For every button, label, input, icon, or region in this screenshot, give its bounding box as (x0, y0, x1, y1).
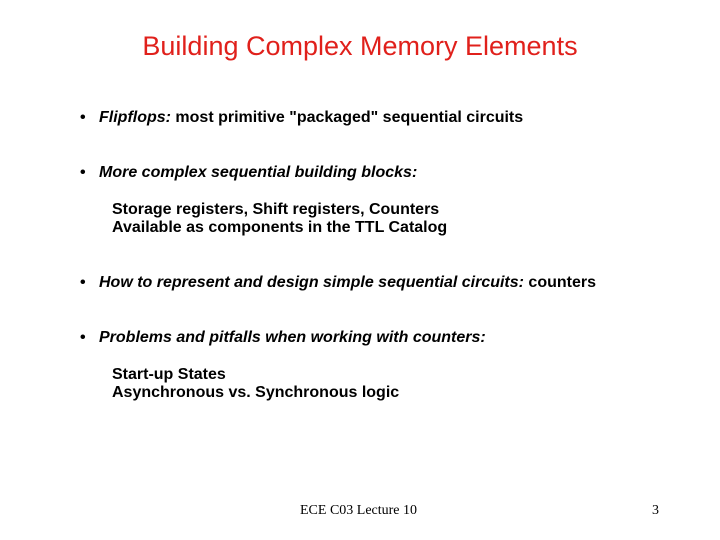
bullet-dot: • (80, 109, 86, 126)
bullet-text: counters (523, 274, 596, 291)
sub-line: Start-up States (112, 366, 226, 383)
page-number: 3 (652, 503, 659, 518)
bullet-emphasis: How to represent and design simple seque… (99, 274, 524, 291)
bullet-emphasis: Problems and pitfalls when working with … (99, 329, 486, 346)
bullet-emphasis: More complex sequential building blocks: (99, 164, 418, 181)
bullet-emphasis: Flipflops: (99, 109, 171, 126)
bullet-item: • More complex sequential building blocks… (80, 163, 417, 183)
bullet-text: most primitive "packaged" sequential cir… (170, 109, 524, 126)
sub-line: Asynchronous vs. Synchronous logic (112, 384, 400, 401)
sub-line: Available as components in the TTL Catal… (112, 219, 448, 236)
bullet-dot: • (80, 164, 86, 181)
bullet-item: • Flipflops: most primitive "packaged" se… (80, 108, 523, 128)
slide-title: Building Complex Memory Elements (142, 31, 578, 61)
sub-line: Storage registers, Shift registers, Coun… (112, 201, 440, 218)
bullet-dot: • (80, 274, 86, 291)
footer-lecture-label: ECE C03 Lecture 10 (300, 503, 418, 518)
bullet-dot: • (80, 329, 86, 346)
bullet-item: • Problems and pitfalls when working with… (80, 328, 486, 348)
bullet-item: • How to represent and design simple sequ… (80, 273, 596, 293)
